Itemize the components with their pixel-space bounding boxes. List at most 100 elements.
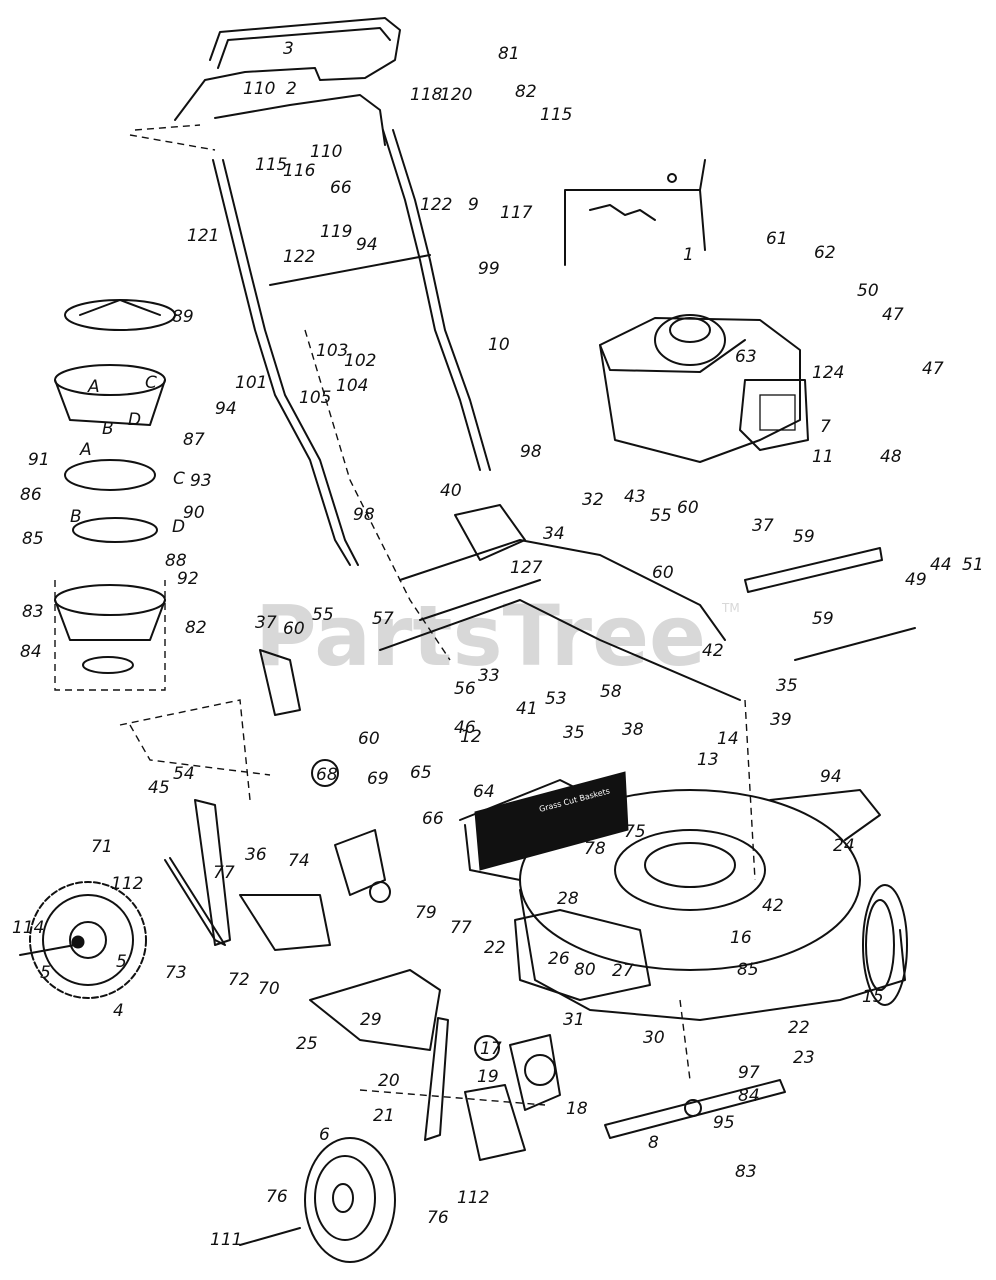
callout-106: 102 — [344, 351, 376, 371]
marker-d: D — [128, 410, 141, 430]
callout-112b: 112 — [457, 1188, 489, 1208]
callout-60: 60 — [677, 498, 699, 518]
callout-6: 6 — [319, 1125, 330, 1145]
callout-105: 101 — [235, 373, 267, 393]
callout-127: 127 — [510, 558, 543, 578]
callout-60c: 60 — [283, 619, 305, 639]
callout-24: 24 — [833, 836, 855, 856]
callout-122b: 122 — [283, 247, 315, 267]
callout-63: 63 — [735, 347, 757, 367]
callout-9: 9 — [468, 195, 479, 215]
callout-5: 5 — [116, 952, 127, 972]
callout-56: 56 — [454, 679, 476, 699]
callout-40: 40 — [440, 481, 462, 501]
letter-markers: A C B D A C B D — [70, 373, 185, 537]
callout-64: 64 — [473, 782, 495, 802]
callout-32: 32 — [582, 490, 604, 510]
callout-43: 43 — [624, 487, 646, 507]
callout-35: 35 — [776, 676, 798, 696]
callout-59b: 59 — [812, 609, 834, 629]
callout-108: 104 — [336, 376, 368, 396]
callout-103: 98 — [520, 442, 542, 462]
callout-70: 70 — [258, 979, 280, 999]
callout-67: 66 — [422, 809, 444, 829]
callout-78: 78 — [584, 839, 606, 859]
callout-111: 111 — [210, 1230, 242, 1250]
callout-75: 75 — [624, 822, 646, 842]
callout-labels: 3 110 2 115 116 110 118 120 81 82 115 66… — [12, 39, 984, 1250]
callout-57: 57 — [372, 609, 394, 629]
callout-61: 61 — [766, 229, 788, 249]
marker-c: C — [145, 373, 157, 393]
bagger-parts — [54, 299, 176, 691]
callout-117: 117 — [500, 203, 533, 223]
callout-37b: 37 — [255, 613, 277, 633]
callout-76: 76 — [266, 1187, 288, 1207]
callout-16: 16 — [730, 928, 752, 948]
callout-121: 121 — [187, 226, 219, 246]
callout-99: 94 — [356, 235, 378, 255]
callout-47: 47 — [882, 305, 904, 325]
callout-55b: 55 — [312, 605, 334, 625]
callout-60d: 60 — [358, 729, 380, 749]
callout-101: 95 — [713, 1113, 735, 1133]
marker-b: B — [102, 419, 114, 439]
mower-deck — [459, 779, 908, 1021]
callout-35b: 35 — [563, 723, 585, 743]
callout-90: 86 — [20, 485, 42, 505]
circled-68-marker — [311, 759, 339, 787]
callout-22b: 22 — [788, 1018, 810, 1038]
callout-39: 39 — [770, 710, 792, 730]
callout-97: 92 — [177, 569, 199, 589]
marker-b2: B — [70, 507, 82, 527]
rear-wheel — [19, 881, 147, 999]
callout-65: 65 — [410, 763, 432, 783]
callout-41: 41 — [516, 699, 538, 719]
callout-13: 13 — [697, 750, 719, 770]
handle-assembly — [129, 17, 706, 661]
callout-30: 30 — [643, 1028, 665, 1048]
callout-88: 84 — [20, 642, 42, 662]
marker-a2: A — [79, 440, 92, 460]
callout-52: 51 — [962, 555, 984, 575]
callout-109: 105 — [299, 388, 331, 408]
callout-29: 29 — [360, 1010, 382, 1030]
callout-71: 71 — [91, 837, 113, 857]
callout-2: 2 — [286, 79, 297, 99]
callout-62: 62 — [814, 243, 836, 263]
callout-119: 119 — [320, 222, 352, 242]
blade — [604, 1079, 786, 1139]
callout-15: 15 — [862, 987, 884, 1007]
callout-18: 18 — [566, 1099, 588, 1119]
callout-77: 77 — [213, 863, 235, 883]
callout-34: 34 — [543, 524, 565, 544]
callout-55: 55 — [650, 506, 672, 526]
front-bracket — [424, 1017, 561, 1161]
callout-42b: 42 — [762, 896, 784, 916]
watermark-tm: TM — [721, 601, 740, 615]
callout-122: 122 — [420, 195, 452, 215]
callout-89: 85 — [22, 529, 44, 549]
chute-baffle: Grass Cut Baskets — [474, 771, 629, 871]
callout-79: 79 — [415, 903, 437, 923]
callout-27: 27 — [612, 961, 634, 981]
callout-59: 59 — [793, 527, 815, 547]
callout-116: 116 — [283, 161, 316, 181]
callout-8: 8 — [648, 1133, 659, 1153]
callout-54: 54 — [173, 764, 195, 784]
callout-68: 68 — [316, 765, 338, 785]
callout-42: 42 — [702, 641, 724, 661]
callout-23: 23 — [793, 1048, 815, 1068]
callout-11: 11 — [812, 447, 834, 467]
callout-10: 10 — [488, 335, 510, 355]
height-lever — [164, 799, 391, 951]
callout-7: 7 — [820, 417, 831, 437]
callout-84: 84 — [738, 1086, 760, 1106]
callout-33: 33 — [478, 666, 500, 686]
marker-c2: C — [173, 469, 185, 489]
axle-assembly — [259, 504, 916, 716]
callout-4: 4 — [113, 1001, 124, 1021]
callout-17: 17 — [480, 1039, 502, 1059]
callout-120: 120 — [440, 85, 472, 105]
callout-74: 74 — [288, 851, 310, 871]
